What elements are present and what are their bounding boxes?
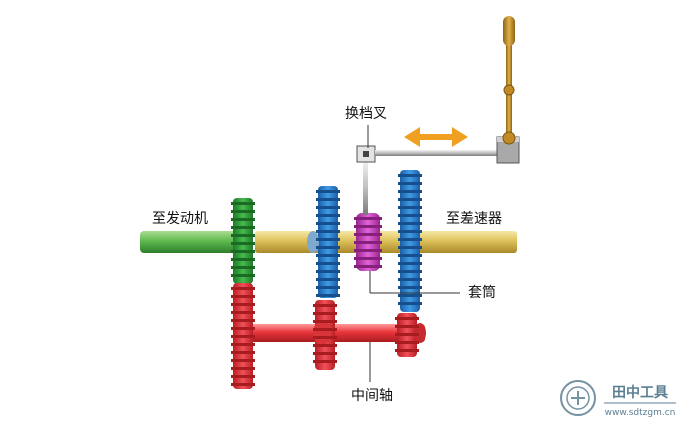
gear-tooth <box>395 341 419 344</box>
gear-tooth <box>231 295 255 298</box>
gear-tooth <box>231 266 255 269</box>
gear-tooth <box>398 182 422 185</box>
countershaft-gear-middle-teeth <box>313 304 337 363</box>
gear-tooth <box>316 206 340 209</box>
gear-tooth <box>231 311 255 314</box>
gear-tooth <box>398 294 422 297</box>
label-engine: 至发动机 <box>152 211 208 227</box>
gear-tooth <box>398 238 422 241</box>
gear-tooth <box>395 317 419 320</box>
gear-tooth <box>231 258 255 261</box>
gear-tooth <box>231 210 255 213</box>
gear-tooth <box>316 238 340 241</box>
countershaft-hub-middle <box>313 321 331 345</box>
sleeve-teeth <box>354 217 382 268</box>
gear-tooth <box>316 190 340 193</box>
gear-tooth <box>354 249 382 252</box>
gear-tooth <box>316 294 340 297</box>
gear-tooth <box>231 367 255 370</box>
gear-tooth <box>398 206 422 209</box>
gear-tooth <box>398 262 422 265</box>
gear-tooth <box>398 254 422 257</box>
gear-tooth <box>313 352 337 355</box>
gear-tooth <box>316 246 340 249</box>
gear-tooth <box>231 343 255 346</box>
countershaft <box>250 324 425 342</box>
gear-tooth <box>231 327 255 330</box>
gear-tooth <box>231 335 255 338</box>
gear-tooth <box>231 218 255 221</box>
gear-tooth <box>313 336 337 339</box>
gear-tooth <box>316 222 340 225</box>
gear-tooth <box>313 328 337 331</box>
gear-tooth <box>398 278 422 281</box>
gear-tooth <box>231 375 255 378</box>
gear-tooth <box>398 174 422 177</box>
input-gear-teeth <box>231 202 255 277</box>
gear-tooth <box>398 270 422 273</box>
gear-tooth <box>316 230 340 233</box>
output-gear-left <box>307 186 338 298</box>
gear-tooth <box>231 359 255 362</box>
gear-tooth <box>354 265 382 268</box>
gear-tooth <box>231 383 255 386</box>
gear-tooth <box>316 262 340 265</box>
gear-tooth <box>354 241 382 244</box>
gear-tooth <box>354 257 382 260</box>
gear-tooth <box>316 270 340 273</box>
label-sleeve: 套筒 <box>468 284 496 301</box>
gear-tooth <box>398 302 422 305</box>
gear-tooth <box>313 312 337 315</box>
gear-tooth <box>354 225 382 228</box>
watermark-brand: 田中工具 <box>612 384 668 401</box>
gear-tooth <box>231 287 255 290</box>
gear-tooth <box>231 319 255 322</box>
gear-tooth <box>395 325 419 328</box>
double-arrow-icon <box>404 127 468 147</box>
gear-tooth <box>395 349 419 352</box>
output-shaft <box>255 231 517 253</box>
gear-tooth <box>313 304 337 307</box>
gear-tooth <box>398 230 422 233</box>
gear-lever <box>502 16 516 145</box>
countershaft-drive-gear-teeth <box>231 287 255 386</box>
gear-tooth <box>398 214 422 217</box>
gear-tooth <box>398 286 422 289</box>
gear-tooth <box>231 303 255 306</box>
gear-tooth <box>231 226 255 229</box>
gear-tooth <box>231 242 255 245</box>
gear-tooth <box>316 214 340 217</box>
label-differential: 至差速器 <box>446 211 502 227</box>
input-shaft <box>140 231 240 253</box>
gear-tooth <box>231 274 255 277</box>
gear-tooth <box>354 217 382 220</box>
gear-tooth <box>231 351 255 354</box>
gear-tooth <box>316 198 340 201</box>
gear-tooth <box>231 202 255 205</box>
output-gear-left-teeth <box>316 190 340 297</box>
gear-tooth <box>316 254 340 257</box>
gear-tooth <box>313 360 337 363</box>
gear-tooth <box>231 234 255 237</box>
watermark-url: www.sdtzgm.cn <box>605 408 676 418</box>
label-countershaft: 中间轴 <box>351 388 393 404</box>
gear-tooth <box>398 198 422 201</box>
gear-tooth <box>316 286 340 289</box>
countershaft-gear-right-teeth <box>395 317 419 352</box>
gear-tooth <box>313 320 337 323</box>
tianzhong-logo-icon <box>560 380 596 416</box>
gear-tooth <box>313 344 337 347</box>
gear-tooth <box>398 190 422 193</box>
gear-tooth <box>395 333 419 336</box>
shift-fork <box>356 136 520 215</box>
gear-tooth <box>231 250 255 253</box>
gear-tooth <box>354 233 382 236</box>
gear-tooth <box>316 278 340 281</box>
gear-tooth <box>398 222 422 225</box>
gear-tooth <box>398 246 422 249</box>
output-gear-right-teeth <box>398 174 422 305</box>
label-shift-fork: 换档叉 <box>345 105 387 122</box>
